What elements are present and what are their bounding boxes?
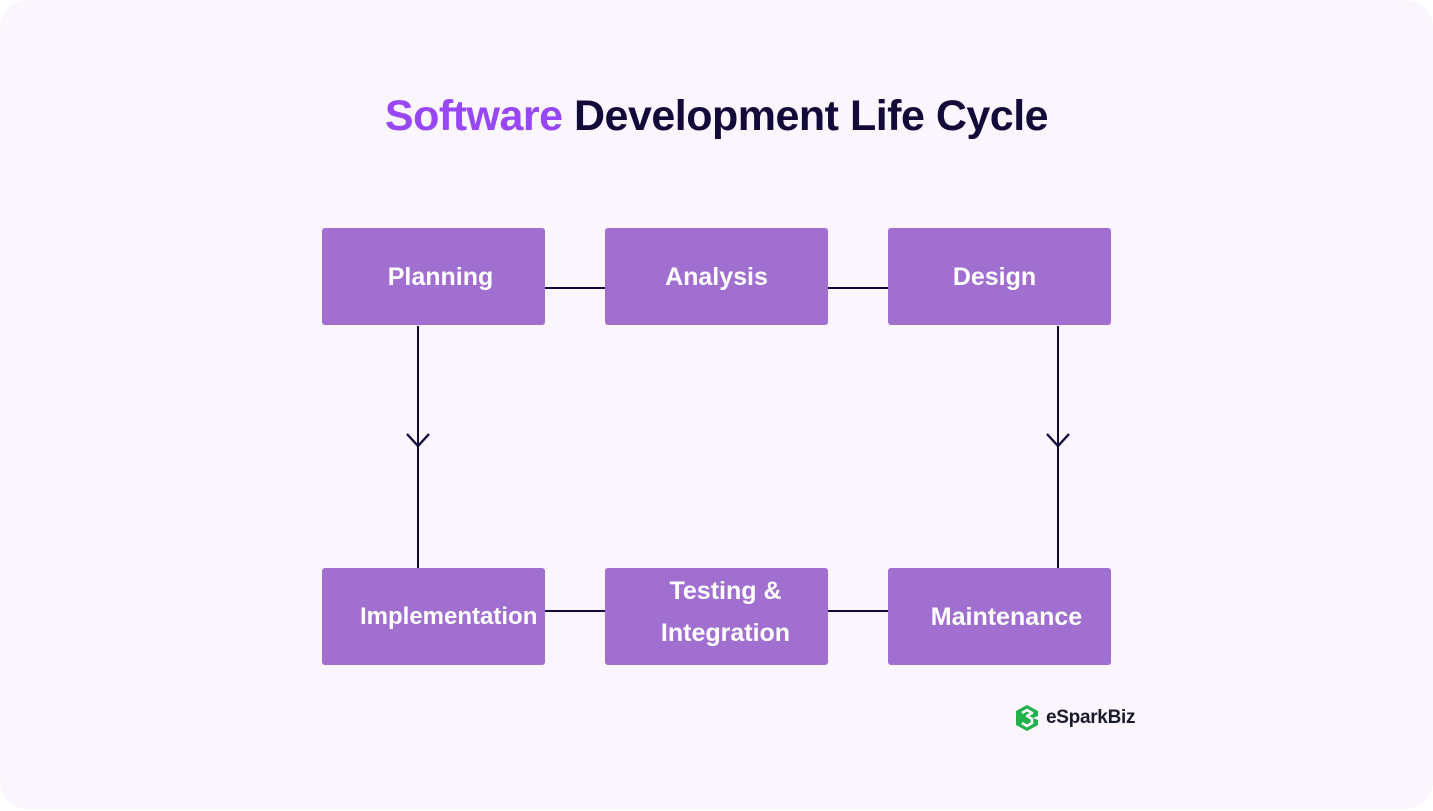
- brand-logo: eSparkBiz: [1014, 704, 1135, 732]
- node-label: Planning: [387, 262, 494, 291]
- node-label: Design: [952, 262, 1037, 291]
- node-testing-integration: Testing & Integration: [605, 568, 828, 665]
- title-rest: Development Life Cycle: [573, 92, 1049, 140]
- node-analysis: Analysis: [605, 228, 828, 325]
- esparkbiz-logo-icon: [1016, 705, 1038, 731]
- connector-planning-analysis: [545, 287, 605, 289]
- brand-name: eSparkBiz: [1046, 707, 1136, 728]
- node-label: Implementation: [360, 602, 538, 630]
- node-maintenance: Maintenance: [888, 568, 1111, 665]
- arrow-down-icon: [406, 433, 430, 448]
- arrow-down-icon: [1046, 433, 1070, 448]
- title-accent: Software: [384, 92, 563, 140]
- node-label: Maintenance: [930, 602, 1083, 631]
- node-label-line1: Testing &: [669, 576, 782, 605]
- connector-testing-maintenance: [828, 610, 888, 612]
- node-implementation: Implementation: [322, 568, 545, 665]
- node-planning: Planning: [322, 228, 545, 325]
- diagram-title: Software Development Life Cycle: [0, 92, 1433, 141]
- node-label-line2: Integration: [660, 618, 791, 647]
- node-label: Analysis: [665, 262, 768, 291]
- node-design: Design: [888, 228, 1111, 325]
- connector-implementation-testing: [545, 610, 605, 612]
- connector-analysis-design: [828, 287, 888, 289]
